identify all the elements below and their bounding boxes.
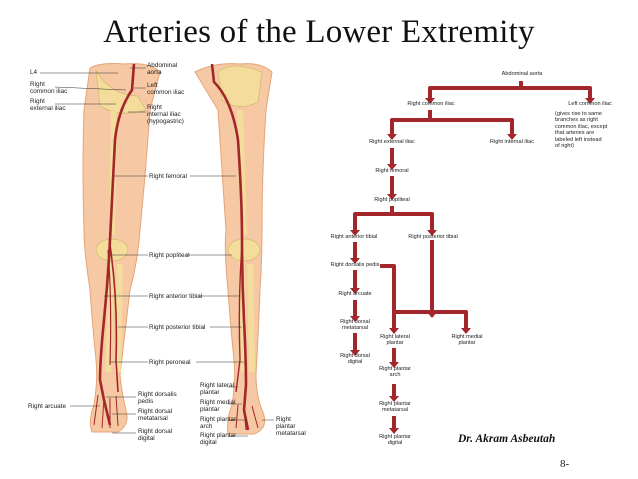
- arrowhead: [389, 328, 399, 334]
- arrowhead: [350, 230, 360, 236]
- arrowhead: [387, 164, 397, 170]
- flow-right-dorsal-metatarsal: Right dorsal metatarsal: [340, 319, 370, 332]
- left-leg-figure: [194, 63, 273, 435]
- arrowhead: [461, 328, 471, 334]
- label-right-external-iliac: Right external iliac: [30, 98, 66, 112]
- arrowhead: [389, 396, 399, 402]
- arrowhead: [427, 230, 437, 236]
- flow-right-plantar-digital: Right plantar digital: [379, 434, 411, 447]
- label-right-dorsalis-pedis: Right dorsalis pedis: [138, 391, 177, 405]
- arrow-popliteal-split: [353, 206, 394, 230]
- author-credit: Dr. Akram Asbeutah: [458, 433, 556, 445]
- arrowhead: [585, 98, 595, 104]
- flow-right-anterior-tibial: Right anterior tibial: [330, 234, 378, 240]
- label-left-common-iliac: Left common iliac: [147, 82, 185, 96]
- label-abdominal-aorta: Abdominal aorta: [147, 62, 178, 76]
- label-right-dorsal-digital: Right dorsal digital: [138, 428, 173, 442]
- label-right-medial-plantar: Right medial plantar: [200, 399, 236, 413]
- arrow-common-internal: [430, 118, 514, 134]
- flow-right-popliteal: Right popliteal: [374, 197, 410, 203]
- arrowhead: [387, 134, 397, 140]
- label-right-dorsal-metatarsal: Right dorsal metatarsal: [138, 408, 173, 422]
- flow-right-posterior-tibial: Right posterior tibial: [408, 234, 458, 240]
- label-right-internal-iliac: Right internal iliac (hypogastric): [147, 104, 184, 125]
- arrow-common-right: [390, 110, 432, 134]
- page-number: 8-: [560, 458, 570, 470]
- flowchart-arrowheads: [350, 98, 595, 434]
- arrowhead: [389, 428, 399, 434]
- arrowhead: [350, 350, 360, 356]
- flow-abdominal-aorta: Abdominal aorta: [501, 71, 543, 77]
- flow-right-arcuate: Right arcuate: [338, 291, 372, 297]
- flowchart-arrows: [353, 81, 592, 428]
- flow-right-common-iliac: Right common iliac: [407, 101, 455, 107]
- arrowhead: [507, 134, 517, 140]
- label-right-arcuate: Right arcuate: [28, 403, 67, 410]
- flow-right-plantar-metatarsal: Right plantar metatarsal: [379, 401, 411, 414]
- arrowhead: [350, 316, 360, 322]
- flow-left-note: (gives rise to same branches as right co…: [555, 111, 608, 150]
- flow-right-external-iliac: Right external iliac: [369, 139, 415, 145]
- flow-right-dorsalis-pedis: Right dorsalis pedis: [330, 262, 380, 268]
- flow-right-internal-iliac: Right internal iliac: [489, 139, 535, 145]
- arrow-aorta-right: [428, 81, 523, 98]
- arrow-plantar-split: [394, 310, 468, 328]
- leader-lines: [40, 67, 274, 437]
- label-right-peroneal: Right peroneal: [149, 359, 191, 366]
- label-right-plantar-digital: Right plantar digital: [200, 432, 237, 446]
- slide-title: Arteries of the Lower Extremity: [103, 14, 535, 50]
- flow-right-plantar-arch: Right plantar arch: [379, 366, 411, 379]
- flow-right-lateral-plantar: Right lateral plantar: [380, 334, 410, 347]
- label-right-popliteal: Right popliteal: [149, 252, 190, 259]
- arrowhead: [389, 362, 399, 368]
- arrowhead: [350, 258, 360, 264]
- arrow-popliteal-posterior: [392, 212, 434, 230]
- label-right-femoral: Right femoral: [149, 173, 188, 180]
- label-right-plantar-arch: Right plantar arch: [200, 416, 237, 430]
- arrow-aorta-left: [521, 86, 592, 98]
- arrowhead: [427, 312, 437, 318]
- label-right-common-iliac: Right common iliac: [30, 81, 68, 95]
- flow-right-femoral: Right femoral: [375, 168, 409, 174]
- label-right-anterior-tibial: Right anterior tibial: [149, 293, 203, 300]
- arrow-dorsalis-lateral: [380, 264, 396, 328]
- arrowhead: [425, 98, 435, 104]
- label-right-lateral-plantar: Right lateral plantar: [200, 382, 235, 396]
- label-right-plantar-metatarsal: Right plantar metatarsal: [276, 416, 306, 437]
- label-right-posterior-tibial: Right posterior tibial: [149, 324, 206, 331]
- flow-right-dorsal-digital: Right dorsal digital: [340, 353, 370, 366]
- arrowhead: [350, 288, 360, 294]
- right-leg-figure: [82, 63, 161, 433]
- flow-right-medial-plantar: Right medial plantar: [451, 334, 483, 347]
- arrowhead: [387, 194, 397, 200]
- flow-left-common-iliac: Left common iliac: [568, 101, 612, 107]
- label-l4: L4: [30, 69, 38, 76]
